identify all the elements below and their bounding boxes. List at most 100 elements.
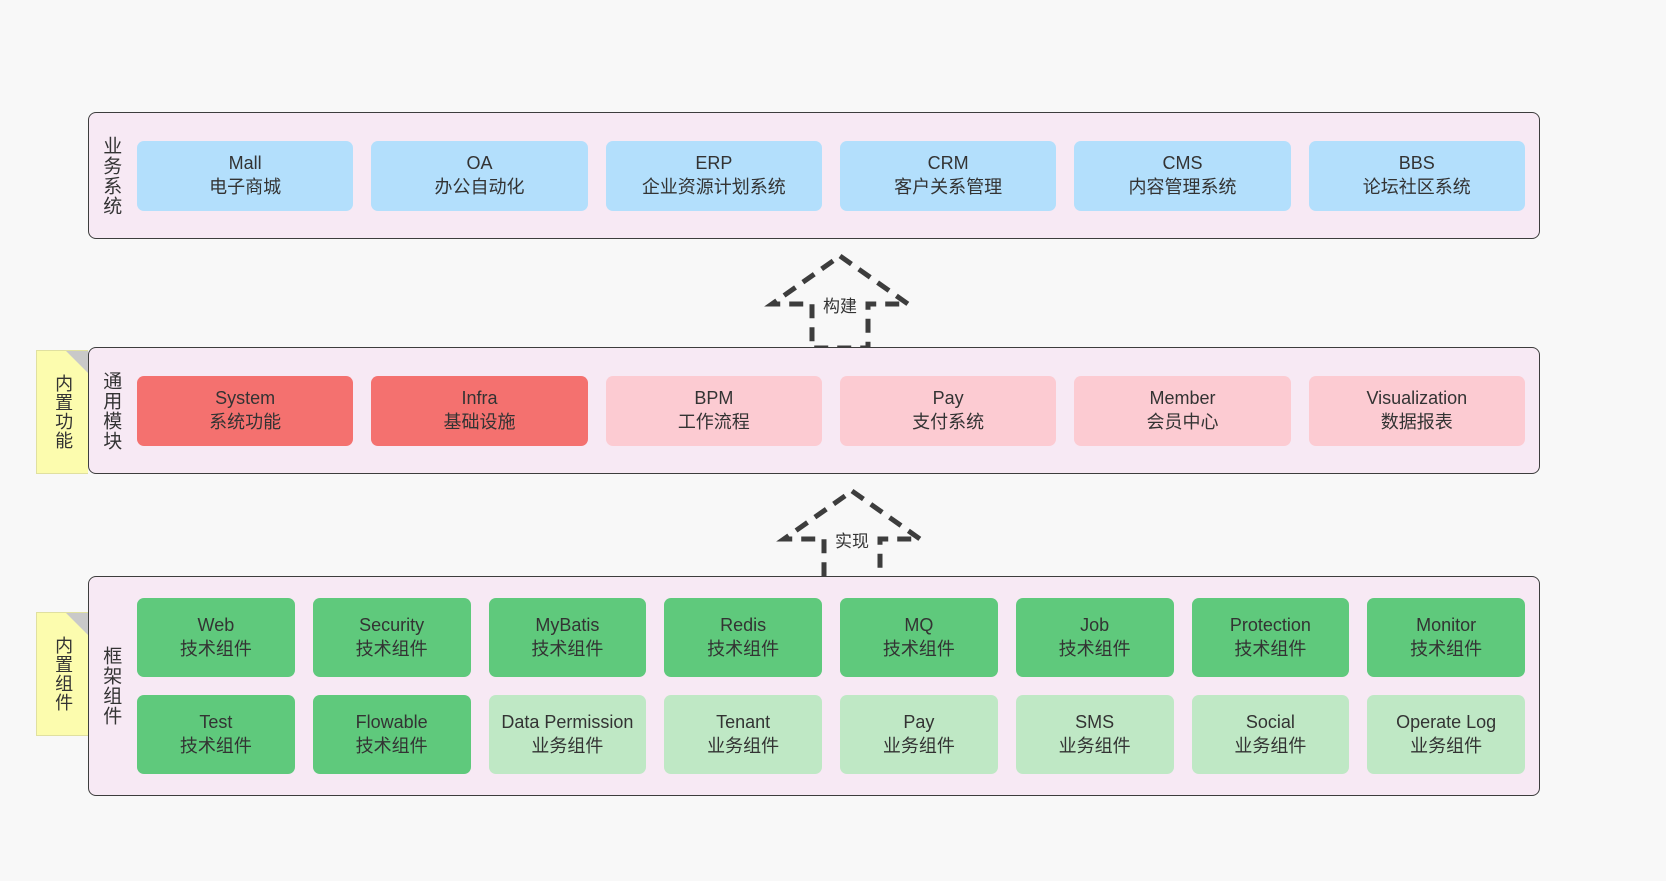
- layer-business-systems[interactable]: 业务系统 Mall 电子商城 OA 办公自动化 ERP 企业资源计划系统 CRM…: [88, 112, 1540, 239]
- node-crm-en: CRM: [927, 153, 969, 174]
- node-job-en: Job: [1080, 615, 1110, 636]
- node-monitor[interactable]: Monitor 技术组件: [1367, 598, 1525, 677]
- node-pay-module-cn: 支付系统: [912, 411, 985, 432]
- node-member-cn: 会员中心: [1146, 411, 1219, 432]
- node-system[interactable]: System 系统功能: [137, 375, 354, 446]
- node-pay-component-en: Pay: [903, 712, 935, 733]
- node-cms[interactable]: CMS 内容管理系统: [1074, 140, 1291, 211]
- layer-common-modules-title: 通用模块: [100, 370, 122, 451]
- node-crm[interactable]: CRM 客户关系管理: [839, 140, 1057, 211]
- node-mq[interactable]: MQ 技术组件: [840, 598, 998, 677]
- connector-build-arrow: 构建: [760, 252, 920, 352]
- node-mall-cn: 电子商城: [209, 176, 282, 197]
- node-infra[interactable]: Infra 基础设施: [371, 375, 588, 446]
- node-pay-component-cn: 业务组件: [882, 735, 955, 756]
- framework-business-row: Test 技术组件 Flowable 技术组件 Data Permission …: [137, 695, 1525, 774]
- node-flowable-cn: 技术组件: [355, 735, 428, 756]
- sticky-fold-corner-icon: [66, 613, 88, 635]
- node-protection[interactable]: Protection 技术组件: [1191, 598, 1350, 677]
- node-mybatis-en: MyBatis: [535, 615, 600, 636]
- node-visualization-en: Visualization: [1366, 388, 1468, 409]
- node-web-en: Web: [197, 615, 235, 636]
- node-erp[interactable]: ERP 企业资源计划系统: [605, 140, 822, 211]
- node-flowable[interactable]: Flowable 技术组件: [312, 695, 471, 774]
- connector-implement-arrow: 实现: [772, 487, 932, 587]
- node-bpm[interactable]: BPM 工作流程: [605, 375, 822, 446]
- node-cms-en: CMS: [1162, 153, 1203, 174]
- business-row: Mall 电子商城 OA 办公自动化 ERP 企业资源计划系统 CRM 客户关系…: [137, 140, 1525, 211]
- layer-business-systems-body: Mall 电子商城 OA 办公自动化 ERP 企业资源计划系统 CRM 客户关系…: [131, 113, 1539, 238]
- node-operate-log[interactable]: Operate Log 业务组件: [1367, 695, 1525, 774]
- layer-framework-components[interactable]: 框架组件 Web 技术组件 Security 技术组件 MyBatis 技术组件…: [88, 576, 1540, 796]
- node-bpm-en: BPM: [694, 388, 734, 409]
- node-job[interactable]: Job 技术组件: [1015, 598, 1174, 677]
- node-bbs-cn: 论坛社区系统: [1362, 176, 1471, 197]
- node-social[interactable]: Social 业务组件: [1191, 695, 1350, 774]
- node-member[interactable]: Member 会员中心: [1074, 375, 1291, 446]
- node-visualization-cn: 数据报表: [1380, 411, 1453, 432]
- connector-implement-label: 实现: [835, 532, 869, 551]
- node-web[interactable]: Web 技术组件: [137, 598, 295, 677]
- node-security-en: Security: [359, 615, 425, 636]
- node-system-en: System: [215, 388, 276, 409]
- node-mq-cn: 技术组件: [882, 638, 955, 659]
- node-erp-cn: 企业资源计划系统: [641, 176, 786, 197]
- node-tenant[interactable]: Tenant 业务组件: [664, 695, 822, 774]
- node-oa[interactable]: OA 办公自动化: [371, 140, 588, 211]
- node-security[interactable]: Security 技术组件: [312, 598, 471, 677]
- node-monitor-cn: 技术组件: [1410, 638, 1483, 659]
- node-pay-module-en: Pay: [932, 388, 964, 409]
- node-test[interactable]: Test 技术组件: [137, 695, 295, 774]
- node-social-en: Social: [1245, 712, 1295, 733]
- node-infra-cn: 基础设施: [443, 411, 516, 432]
- node-protection-cn: 技术组件: [1234, 638, 1307, 659]
- sticky-note-builtin-components[interactable]: 内置组件: [36, 612, 88, 736]
- node-visualization[interactable]: Visualization 数据报表: [1308, 375, 1525, 446]
- layer-common-modules-body: System 系统功能 Infra 基础设施 BPM 工作流程 Pay 支付系统…: [131, 348, 1539, 473]
- node-erp-en: ERP: [695, 153, 733, 174]
- modules-row: System 系统功能 Infra 基础设施 BPM 工作流程 Pay 支付系统…: [137, 375, 1525, 446]
- sticky-note-builtin-components-label: 内置组件: [53, 636, 74, 712]
- node-mall[interactable]: Mall 电子商城: [137, 140, 354, 211]
- node-data-permission[interactable]: Data Permission 业务组件: [488, 695, 647, 774]
- node-mall-en: Mall: [228, 153, 262, 174]
- node-pay-module[interactable]: Pay 支付系统: [839, 375, 1057, 446]
- node-sms-en: SMS: [1075, 712, 1115, 733]
- node-operate-log-en: Operate Log: [1396, 712, 1497, 733]
- layer-common-modules[interactable]: 通用模块 System 系统功能 Infra 基础设施 BPM 工作流程 Pay…: [88, 347, 1540, 474]
- node-security-cn: 技术组件: [355, 638, 428, 659]
- node-data-permission-en: Data Permission: [501, 712, 634, 733]
- sticky-note-builtin-features-label: 内置功能: [53, 374, 74, 450]
- node-redis[interactable]: Redis 技术组件: [664, 598, 822, 677]
- node-data-permission-cn: 业务组件: [531, 735, 604, 756]
- node-protection-en: Protection: [1229, 615, 1311, 636]
- node-flowable-en: Flowable: [355, 712, 428, 733]
- node-bpm-cn: 工作流程: [677, 411, 750, 432]
- node-oa-en: OA: [466, 153, 493, 174]
- node-pay-component[interactable]: Pay 业务组件: [840, 695, 998, 774]
- node-mybatis[interactable]: MyBatis 技术组件: [488, 598, 647, 677]
- sticky-fold-corner-icon: [66, 351, 88, 373]
- node-job-cn: 技术组件: [1058, 638, 1131, 659]
- node-tenant-en: Tenant: [716, 712, 771, 733]
- sticky-note-builtin-features[interactable]: 内置功能: [36, 350, 88, 474]
- node-web-cn: 技术组件: [179, 638, 252, 659]
- node-oa-cn: 办公自动化: [434, 176, 525, 197]
- layer-framework-components-body: Web 技术组件 Security 技术组件 MyBatis 技术组件 Redi…: [131, 577, 1539, 795]
- node-test-en: Test: [199, 712, 233, 733]
- node-bbs-en: BBS: [1398, 153, 1435, 174]
- node-bbs[interactable]: BBS 论坛社区系统: [1308, 140, 1525, 211]
- node-redis-cn: 技术组件: [707, 638, 780, 659]
- node-redis-en: Redis: [720, 615, 767, 636]
- node-cms-cn: 内容管理系统: [1128, 176, 1237, 197]
- layer-framework-components-title: 框架组件: [100, 646, 122, 726]
- node-sms[interactable]: SMS 业务组件: [1015, 695, 1174, 774]
- node-system-cn: 系统功能: [209, 411, 282, 432]
- framework-tech-row: Web 技术组件 Security 技术组件 MyBatis 技术组件 Redi…: [137, 598, 1525, 677]
- node-operate-log-cn: 业务组件: [1410, 735, 1483, 756]
- node-tenant-cn: 业务组件: [707, 735, 780, 756]
- node-infra-en: Infra: [461, 388, 498, 409]
- node-monitor-en: Monitor: [1416, 615, 1477, 636]
- node-mq-en: MQ: [904, 615, 934, 636]
